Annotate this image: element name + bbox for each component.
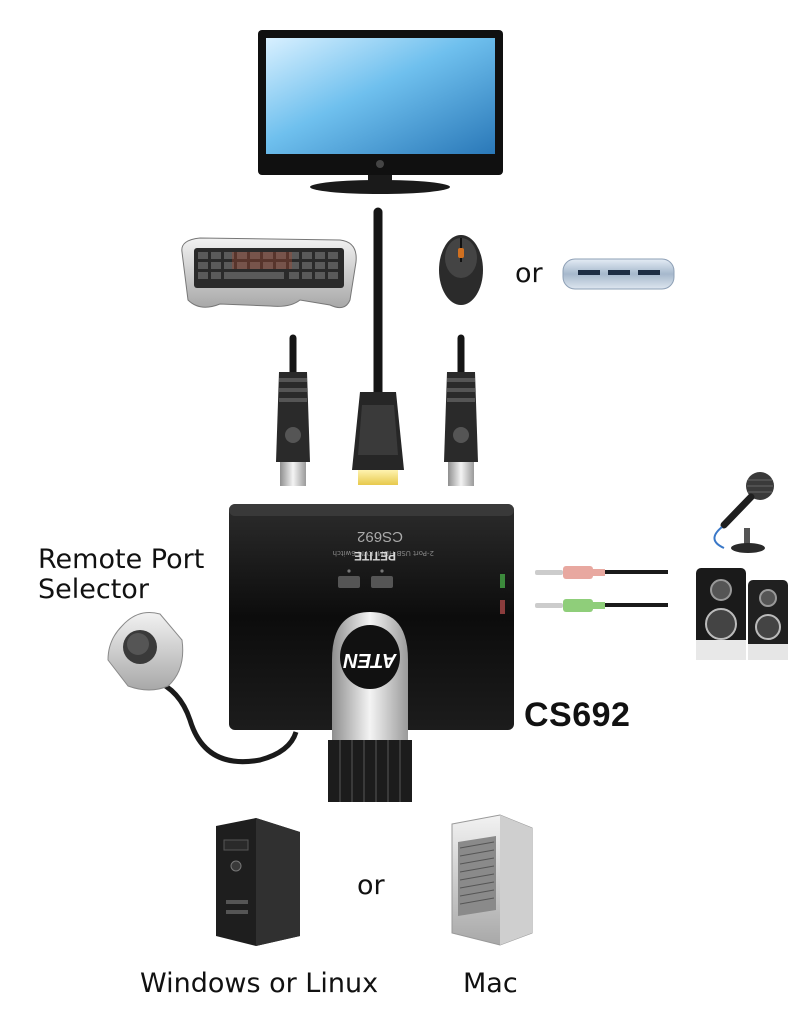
- remote-selector-icon: [107, 612, 299, 765]
- or-label-top: or: [515, 258, 543, 289]
- or-label-bottom: or: [357, 870, 385, 901]
- model-label: CS692: [524, 696, 631, 734]
- remote-label-line2: Selector: [38, 574, 149, 605]
- petite-logo: PETITE: [354, 549, 396, 563]
- keyboard-icon: [181, 237, 357, 309]
- device-model-print: CS692: [357, 528, 403, 545]
- microphone-icon: [713, 472, 774, 553]
- monitor-icon: [258, 30, 503, 194]
- mouse-icon: [439, 235, 483, 305]
- hdmi-plug-icon: [352, 392, 404, 485]
- remote-selector-label: Remote Port Selector: [38, 545, 204, 605]
- remote-label-line1: Remote Port: [38, 544, 205, 575]
- pc-tower-icon: [216, 818, 300, 946]
- brand-logo: ATEN: [343, 649, 398, 671]
- audio-jack-mic: [535, 566, 668, 579]
- mac-label: Mac: [463, 968, 518, 999]
- usb-hub-icon: [562, 258, 675, 290]
- usb-plug-icon: [276, 372, 310, 486]
- speakers-icon: [696, 568, 788, 660]
- kvm-switch-icon: CS692 2-Port USB HDMI KVM Switch PETITE …: [229, 504, 514, 802]
- audio-jack-speaker: [535, 599, 668, 612]
- windows-linux-label: Windows or Linux: [140, 968, 379, 999]
- cables: [289, 207, 465, 397]
- usb-plug-icon: [444, 372, 478, 486]
- device-subtitle-print: 2-Port USB HDMI KVM Switch: [333, 549, 434, 557]
- mac-pro-icon: [451, 814, 533, 946]
